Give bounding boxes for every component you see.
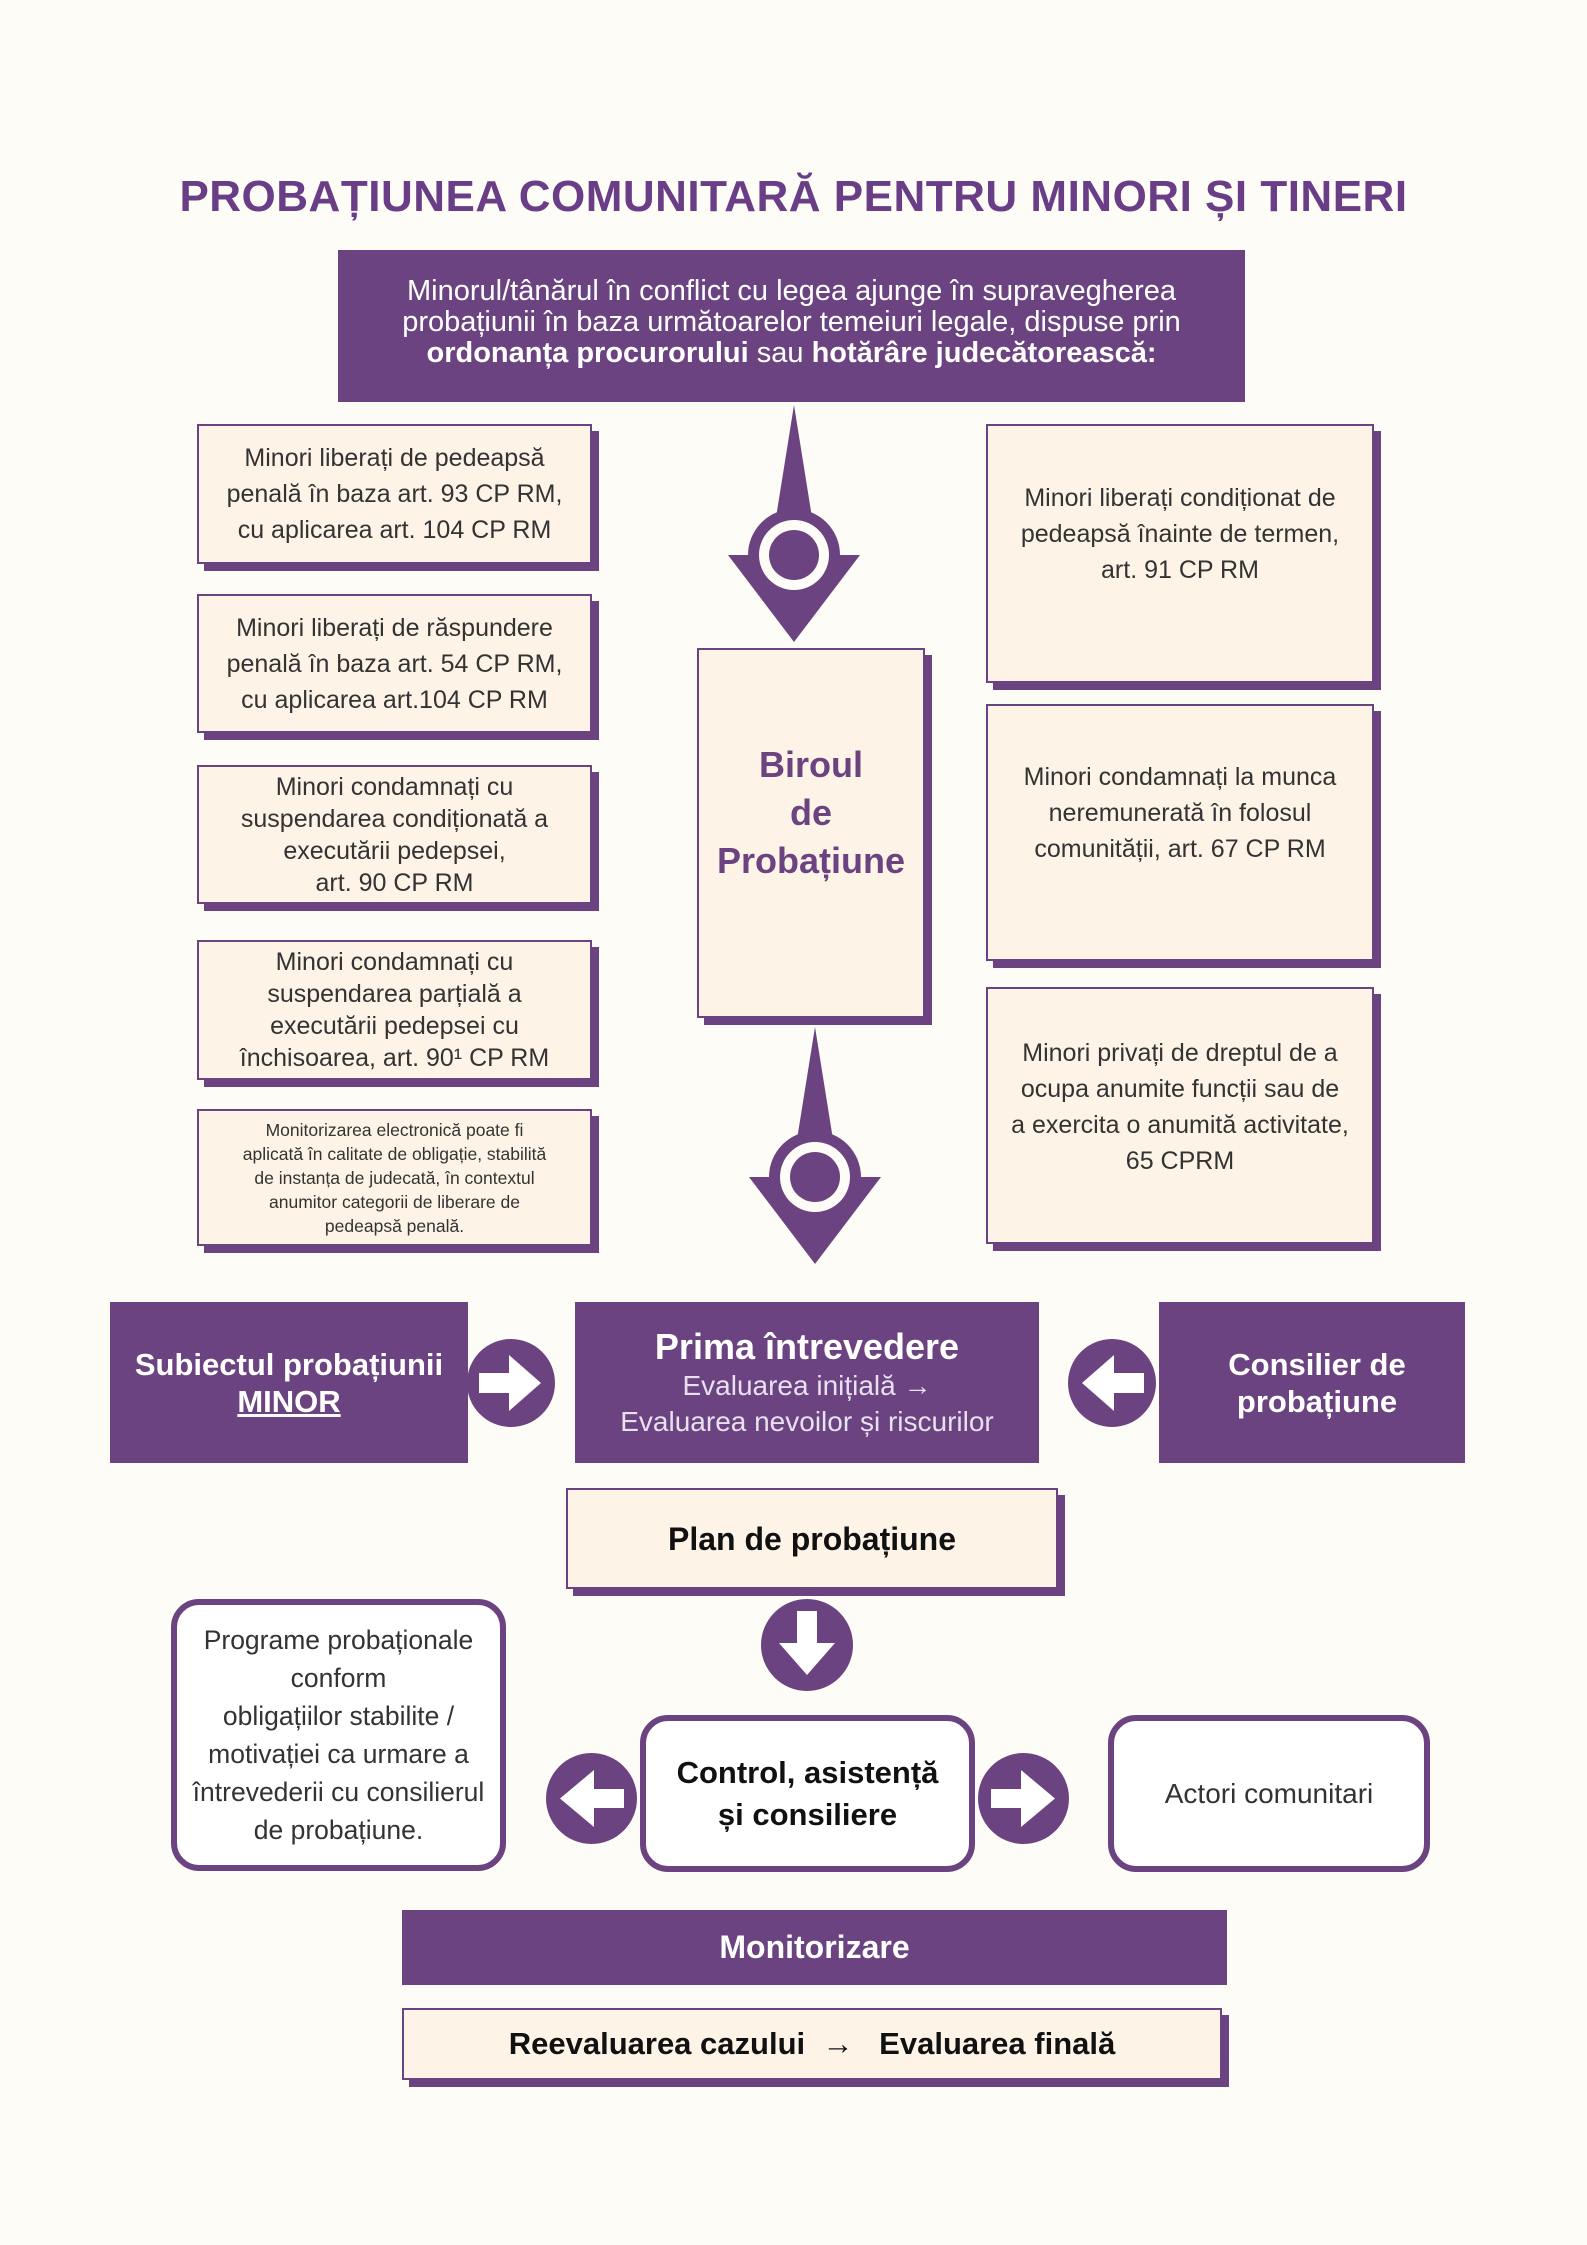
office-line: Biroul: [758, 744, 863, 785]
reevaluation-label: Reevaluarea cazului → Evaluarea finală: [508, 2026, 1116, 2061]
intro-bold-2: hotărâre judecătorească:: [811, 337, 1157, 369]
card-line: Minori condamnați cu: [275, 772, 514, 801]
card-line: penală în baza art. 54 CP RM,: [226, 649, 563, 678]
card-line: pedeapsă penală.: [324, 1215, 465, 1236]
left-card-5: Monitorizarea electronică poate fi aplica…: [197, 1109, 592, 1246]
compass-arrow-icon: [728, 405, 860, 642]
actors-label: Actori comunitari: [1164, 1777, 1374, 1809]
right-card-1: Minori liberați condiționat de pedeapsă î…: [986, 424, 1374, 683]
card-line: Minori liberați condiționat de: [1024, 483, 1336, 512]
card-line: cu aplicarea art.104 CP RM: [241, 685, 548, 714]
arrow-left-icon: [546, 1753, 637, 1844]
programs-box: Programe probaționale conform obligațiilor…: [171, 1599, 506, 1871]
intro-line-3: ordonanța procurorului sau hotărâre jude…: [338, 338, 1245, 369]
right-card-3: Minori privați de dreptul de a ocupa anum…: [986, 987, 1374, 1244]
card-line: neremunerată în folosul: [1048, 798, 1312, 827]
arrow-left-icon: [1068, 1339, 1156, 1427]
programs-line: Programe probaționale: [203, 1625, 474, 1655]
left-card-3: Minori condamnați cu suspendarea condițio…: [197, 765, 592, 904]
subject-line-1: Subiectul probațiunii: [134, 1346, 444, 1382]
monitoring-label: Monitorizare: [719, 1929, 910, 1965]
first-meeting-line-2: Evaluarea nevoilor și riscurilor: [620, 1405, 994, 1437]
plan-label: Plan de probațiune: [667, 1520, 957, 1557]
arrow-right-icon: [978, 1753, 1069, 1844]
probation-plan-box: Plan de probațiune: [566, 1488, 1058, 1589]
card-line: anumitor categorii de liberare de: [269, 1191, 520, 1212]
office-line: Probațiune: [716, 840, 905, 881]
control-line-1: Control, asistență: [676, 1754, 939, 1790]
subject-line-2: MINOR: [237, 1383, 341, 1419]
card-line: Minori privați de dreptul de a: [1022, 1038, 1338, 1067]
right-card-2: Minori condamnați la munca neremunerată î…: [986, 704, 1374, 961]
card-line: Minori liberați de răspundere: [236, 613, 553, 642]
intro-line-1: Minorul/tânărul în conflict cu legea aju…: [407, 275, 1176, 307]
reevaluation-box: Reevaluarea cazului → Evaluarea finală: [402, 2008, 1222, 2080]
counselor-line-1: Consilier de: [1228, 1346, 1406, 1382]
left-card-2: Minori liberați de răspundere penală în b…: [197, 594, 592, 733]
intro-connector: sau: [748, 337, 812, 369]
programs-line: motivației ca urmare a: [208, 1739, 469, 1769]
programs-line: obligațiilor stabilite /: [222, 1701, 455, 1731]
card-line: executării pedepsei,: [283, 836, 506, 865]
card-line: a exercita o anumită activitate,: [1011, 1110, 1349, 1139]
card-line: cu aplicarea art. 104 CP RM: [237, 516, 552, 544]
control-box: Control, asistență și consiliere: [640, 1715, 975, 1872]
card-line: 65 CPRM: [1125, 1146, 1235, 1175]
card-line: comunității, art. 67 CP RM: [1034, 834, 1326, 863]
intro-line-2: probațiunii în baza următoarelor temeiur…: [402, 306, 1181, 338]
card-line: închisoarea, art. 90¹ CP RM: [239, 1044, 550, 1072]
card-line: Monitorizarea electronică poate fi: [265, 1119, 524, 1140]
first-meeting-line-1: Evaluarea inițială →: [682, 1369, 932, 1401]
card-line: suspendarea condiționată a: [240, 804, 549, 833]
card-line: Minori condamnați la munca: [1023, 762, 1337, 791]
office-line: de: [789, 792, 832, 833]
programs-line: întrevederii cu consilierul: [192, 1777, 485, 1807]
card-line: Minori condamnați cu: [275, 948, 514, 976]
card-line: suspendarea parțială a: [267, 980, 522, 1008]
community-actors-box: Actori comunitari: [1108, 1715, 1430, 1872]
arrow-down-icon: [761, 1599, 853, 1691]
card-line: art. 90 CP RM: [315, 868, 474, 897]
monitoring-band: Monitorizare: [402, 1910, 1227, 1985]
first-meeting-title: Prima întrevedere: [654, 1325, 960, 1367]
card-line: de instanța de judecată, în contextul: [254, 1167, 535, 1188]
left-card-1: Minori liberați de pedeapsă penală în baz…: [197, 424, 592, 564]
card-line: ocupa anumite funcții sau de: [1020, 1074, 1340, 1103]
arrow-right-icon: [467, 1339, 555, 1427]
counselor-line-2: probațiune: [1236, 1383, 1398, 1419]
left-card-4: Minori condamnați cu suspendarea parțială…: [197, 940, 592, 1080]
compass-arrow-icon: [749, 1027, 881, 1264]
card-line: Minori liberați de pedeapsă: [244, 444, 545, 472]
control-line-2: și consiliere: [717, 1796, 898, 1832]
page-title: PROBAȚIUNEA COMUNITARĂ PENTRU MINORI ȘI …: [179, 172, 1408, 221]
programs-line: conform: [290, 1663, 387, 1693]
card-line: aplicată în calitate de obligație, stabi…: [242, 1143, 547, 1164]
counselor-box: Consilier de probațiune: [1159, 1302, 1465, 1463]
programs-line: de probațiune.: [253, 1815, 424, 1845]
card-line: penală în baza art. 93 CP RM,: [226, 480, 563, 508]
first-meeting-box: Prima întrevedere Evaluarea inițială → E…: [575, 1302, 1039, 1463]
subject-box: Subiectul probațiunii MINOR: [110, 1302, 468, 1463]
card-line: pedeapsă înainte de termen,: [1020, 519, 1340, 548]
intro-bold-1: ordonanța procurorului: [426, 337, 749, 369]
intro-box: Minorul/tânărul în conflict cu legea aju…: [338, 250, 1245, 402]
card-line: art. 91 CP RM: [1101, 555, 1259, 584]
card-line: executării pedepsei cu: [270, 1012, 519, 1040]
